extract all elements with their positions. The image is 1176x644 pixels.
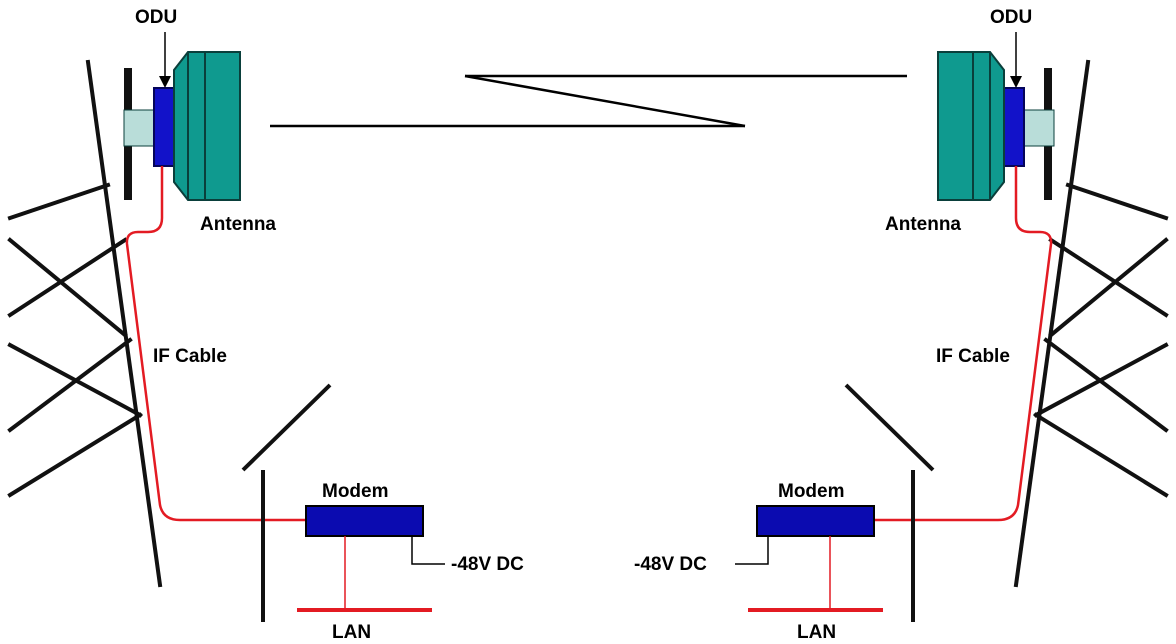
right-odu-label: ODU	[990, 7, 1032, 28]
left-odu-box	[153, 87, 175, 167]
left-odu-label: ODU	[135, 7, 177, 28]
left-power-label: -48V DC	[451, 554, 524, 575]
right-odu-arrowhead	[1010, 76, 1022, 88]
right-mount-block	[1021, 109, 1055, 147]
right-tower-icon	[1013, 59, 1169, 588]
left-site: ODU Antenna IF Cable Modem -48V DC LAN	[7, 7, 524, 643]
left-if-cable	[125, 166, 305, 522]
right-site: ODU Antenna IF Cable Modem -48V DC LAN	[634, 7, 1169, 643]
left-building-icon	[241, 383, 332, 622]
left-antenna-label: Antenna	[200, 214, 276, 235]
left-lan-label: LAN	[332, 622, 371, 643]
left-modem-box	[305, 505, 424, 537]
right-power-line	[735, 536, 769, 565]
right-modem-label: Modem	[778, 481, 845, 502]
right-if-cable-label: IF Cable	[936, 346, 1010, 367]
left-if-cable-label: IF Cable	[153, 346, 227, 367]
right-if-cable	[873, 166, 1053, 522]
right-modem-box	[756, 505, 875, 537]
left-antenna-icon	[173, 51, 241, 201]
left-odu-arrowhead	[159, 76, 171, 88]
right-building-icon	[844, 383, 935, 622]
right-lan-label: LAN	[797, 622, 836, 643]
right-odu-box	[1003, 87, 1025, 167]
right-power-label: -48V DC	[634, 554, 707, 575]
right-antenna-icon	[937, 51, 1005, 201]
left-power-line	[411, 536, 445, 565]
left-tower-icon	[7, 59, 163, 588]
left-modem-label: Modem	[322, 481, 389, 502]
right-antenna-label: Antenna	[885, 214, 961, 235]
left-mount-block	[123, 109, 157, 147]
radio-link-zigzag-icon	[270, 74, 907, 128]
